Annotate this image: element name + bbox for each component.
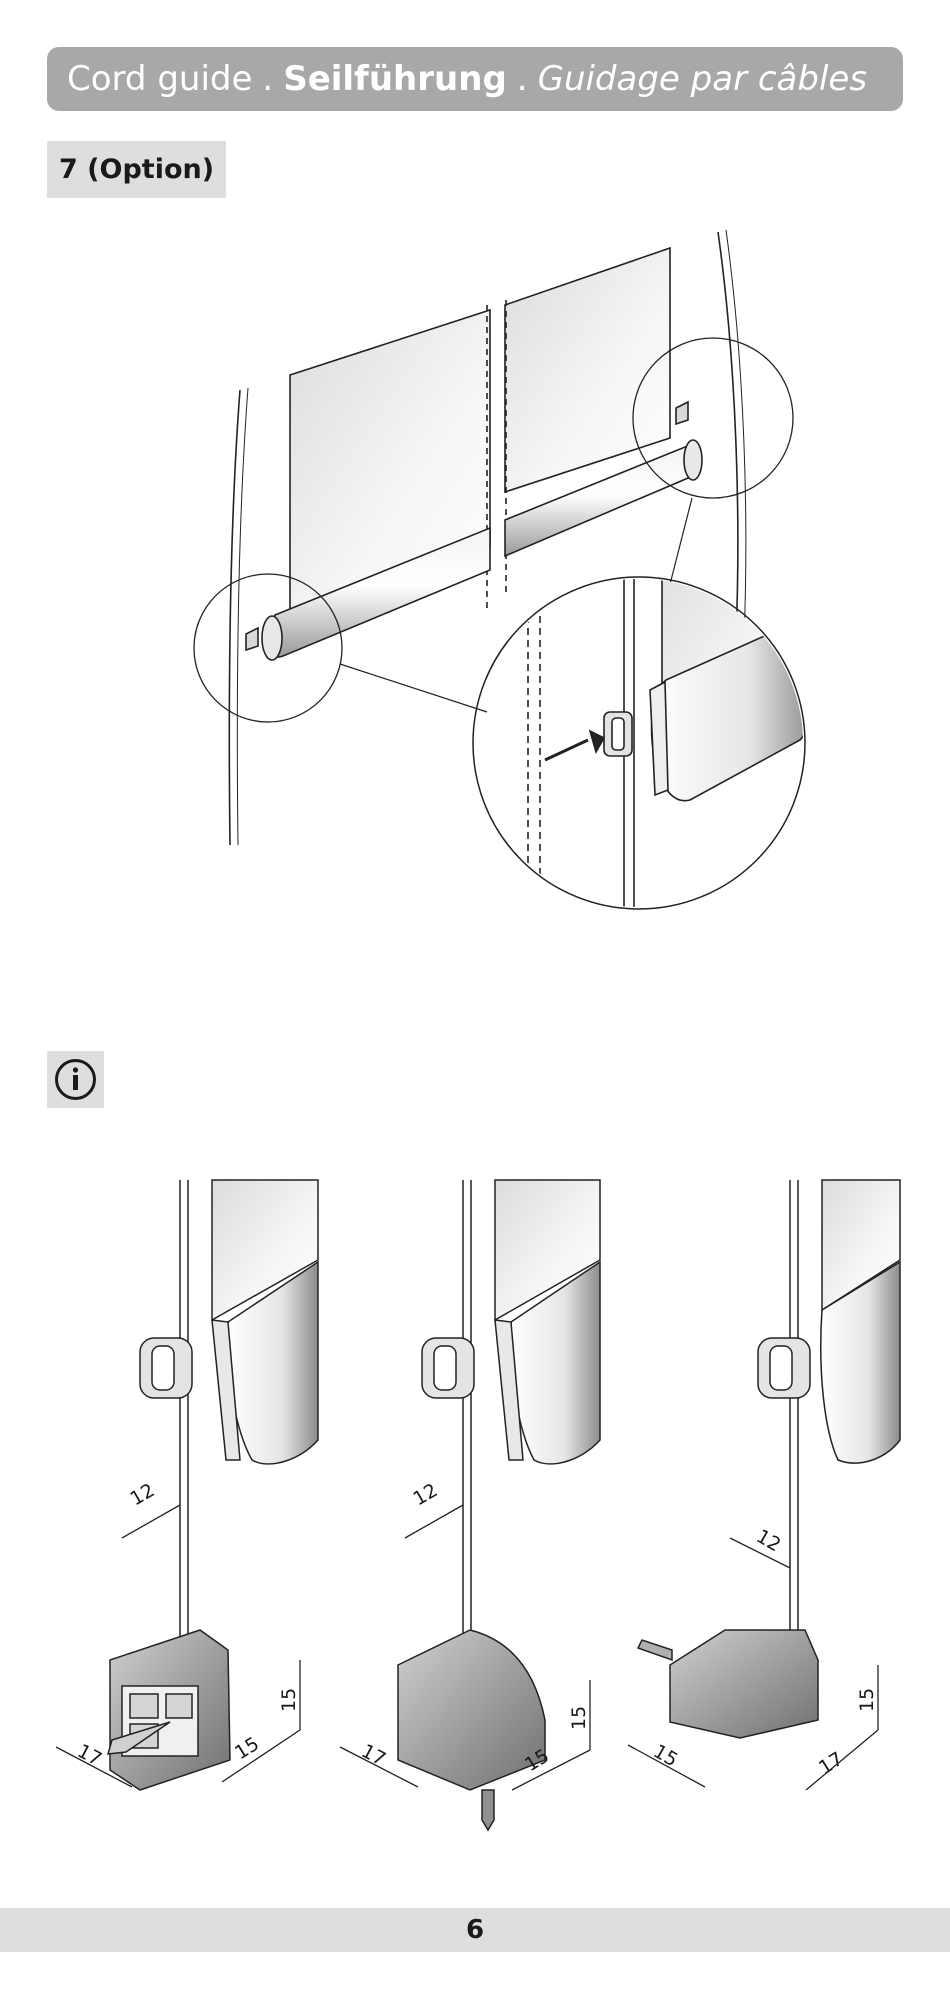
variant-right bbox=[636, 1179, 901, 1739]
dim-middle-depth: 12 bbox=[410, 1479, 442, 1510]
dim-left-height: 15 bbox=[278, 1688, 300, 1712]
dim-left-side: 15 bbox=[231, 1733, 263, 1764]
title-separator: . bbox=[262, 59, 274, 99]
variant-left bbox=[106, 1179, 319, 1791]
variant-middle bbox=[397, 1179, 601, 1832]
dim-left-depth: 12 bbox=[127, 1479, 159, 1510]
dim-right-width: 15 bbox=[650, 1740, 682, 1771]
dimension-lines bbox=[55, 1504, 879, 1791]
section-header: Cord guide . Seilführung . Guidage par c… bbox=[47, 47, 903, 111]
glass-panel-right bbox=[504, 246, 671, 494]
cord-right-2 bbox=[725, 229, 747, 661]
dim-middle-height: 15 bbox=[568, 1706, 590, 1730]
dim-right-side: 17 bbox=[815, 1748, 847, 1779]
end-cap-right bbox=[683, 439, 703, 481]
title-french: Guidage par câbles bbox=[537, 59, 868, 99]
cord-left-2 bbox=[236, 387, 249, 846]
page-number: 6 bbox=[465, 1915, 485, 1945]
zoom-detail bbox=[527, 579, 803, 907]
zoom-circle bbox=[472, 576, 806, 910]
page-footer: 6 bbox=[0, 1908, 950, 1952]
info-icon bbox=[55, 1059, 96, 1100]
dim-right-height: 15 bbox=[856, 1688, 878, 1712]
detail-circle-right bbox=[632, 337, 794, 499]
cord-left bbox=[228, 389, 241, 846]
detail-circle-left bbox=[193, 573, 343, 723]
title-german: Seilführung bbox=[283, 59, 507, 99]
title-english: Cord guide bbox=[67, 59, 253, 99]
cord-right bbox=[717, 231, 739, 661]
title-separator: . bbox=[516, 59, 528, 99]
guide-knob-right bbox=[675, 400, 689, 426]
dim-middle-width: 17 bbox=[358, 1740, 390, 1771]
installation-scene bbox=[193, 229, 806, 910]
end-cap-left bbox=[261, 615, 283, 661]
guide-knob-left bbox=[245, 626, 259, 652]
step-label: 7 (Option) bbox=[47, 141, 227, 198]
dim-left-width: 17 bbox=[74, 1740, 106, 1771]
info-box bbox=[47, 1051, 104, 1108]
